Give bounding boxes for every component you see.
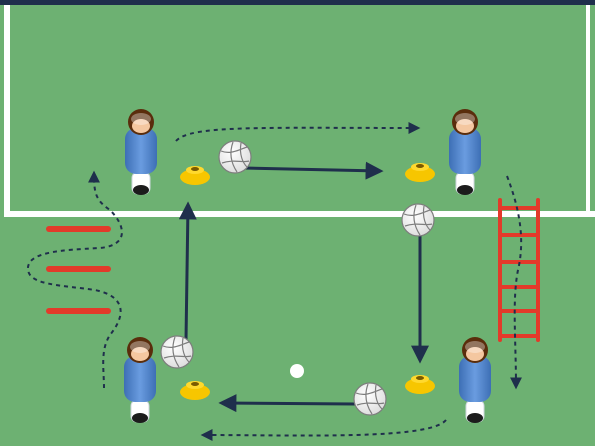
cone (405, 163, 435, 182)
players (124, 109, 491, 423)
player (124, 337, 156, 423)
pass-arrows (178, 161, 429, 413)
run-paths (26, 121, 523, 442)
cone (180, 166, 210, 185)
top-border (0, 0, 595, 5)
center-spot (290, 364, 304, 378)
ball (353, 382, 387, 416)
player (449, 109, 481, 195)
run-path-right (506, 175, 523, 390)
pitch-line (4, 5, 595, 217)
run-path-top (175, 121, 421, 142)
balls (160, 140, 435, 416)
slalom-poles (46, 226, 111, 314)
pass-arrow-left (178, 201, 197, 341)
cone (405, 375, 435, 394)
pass-arrow-bottom (218, 394, 356, 413)
player (459, 337, 491, 423)
cone (180, 381, 210, 400)
pass-arrow-top (243, 161, 384, 180)
ball (401, 203, 435, 237)
agility-ladder (498, 198, 540, 342)
player (125, 109, 157, 195)
cones (180, 163, 435, 400)
ball (160, 335, 194, 369)
ball (218, 140, 252, 174)
